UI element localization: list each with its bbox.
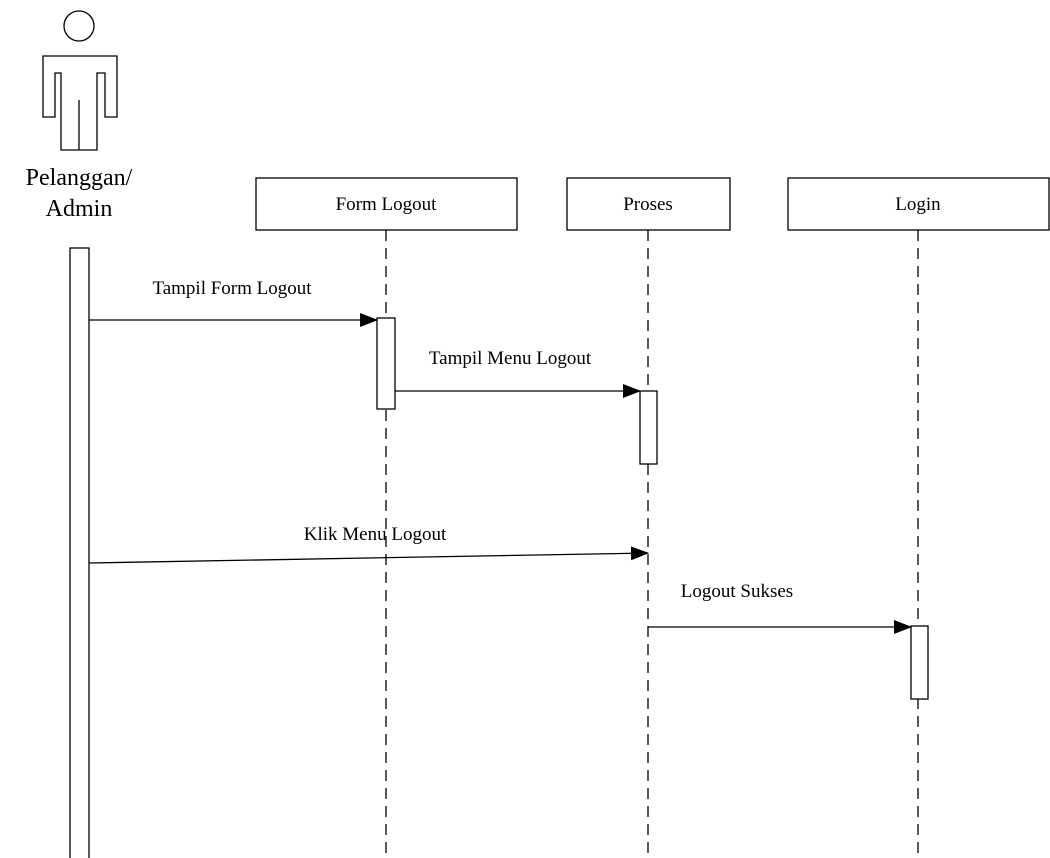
actor-figure	[42, 10, 118, 151]
activation-login	[910, 625, 929, 700]
message-label-tampil-form-logout: Tampil Form Logout	[152, 278, 312, 299]
lifeline-label-form-logout: Form Logout	[336, 194, 438, 215]
activation-proses	[639, 390, 658, 465]
lifeline-box-proses[interactable]	[566, 177, 731, 231]
lifeline-label-login: Login	[895, 194, 941, 215]
actor-head	[63, 10, 95, 42]
message-arrow-klik-menu-logout	[88, 546, 649, 564]
actor-body-outline	[42, 55, 118, 151]
message-label-logout-sukses: Logout Sukses	[681, 581, 793, 602]
activation-form-logout	[376, 317, 396, 410]
lifeline-label-proses: Proses	[623, 194, 673, 215]
message-label-tampil-menu-logout: Tampil Menu Logout	[429, 348, 592, 369]
message-label-klik-menu-logout: Klik Menu Logout	[304, 524, 447, 545]
actor-name-line2: Admin	[46, 196, 113, 222]
actor-activation-bar	[69, 247, 90, 858]
actor-name-line1: Pelanggan/	[26, 165, 133, 191]
